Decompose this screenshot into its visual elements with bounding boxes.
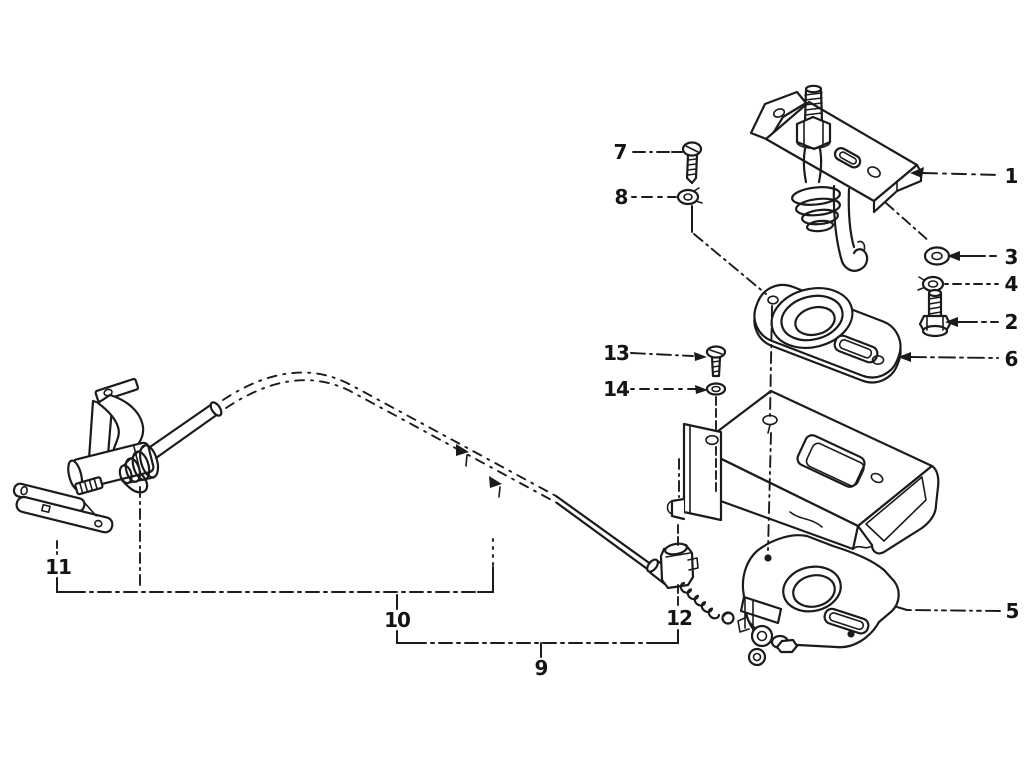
washer-3	[923, 246, 951, 266]
screw-13	[705, 345, 727, 378]
callout-13: 13	[603, 341, 629, 365]
hood-latch-assembly	[737, 534, 900, 667]
callout-11: 11	[45, 555, 71, 579]
callout-3: 3	[1005, 245, 1018, 269]
bolt-2	[918, 288, 952, 338]
callout-14: 14	[603, 377, 629, 401]
latch-spring	[747, 647, 767, 667]
screw-7	[681, 141, 703, 185]
leader-13	[630, 352, 694, 357]
release-cable	[148, 371, 654, 573]
callout-4: 4	[1005, 272, 1018, 296]
leader-lines	[56, 151, 1002, 658]
callout-5: 5	[1006, 599, 1019, 623]
ribbed-boss	[118, 444, 160, 485]
striker-spring	[791, 186, 841, 233]
callout-7: 7	[614, 140, 627, 164]
clip-8	[676, 187, 703, 206]
nut-14	[705, 382, 727, 396]
cable-handle-bracket	[67, 377, 160, 496]
callout-1: 1	[1005, 164, 1018, 188]
latch-lever	[739, 595, 783, 625]
leader-5	[906, 609, 1002, 612]
callout-9: 9	[535, 656, 548, 680]
cable-end-coil	[679, 581, 721, 620]
callout-8: 8	[615, 185, 628, 209]
lock-washer-4	[917, 275, 945, 293]
callout-6: 6	[1005, 347, 1018, 371]
cable-adjuster-12	[646, 542, 735, 625]
callout-10: 10	[384, 608, 410, 632]
callout-12: 12	[666, 606, 692, 630]
leader-1	[922, 172, 1001, 176]
threaded-stub	[74, 476, 104, 496]
pull-handle	[12, 482, 114, 534]
striker-assembly	[749, 84, 923, 272]
mounting-plate	[753, 283, 902, 384]
channel-bracket	[666, 389, 940, 555]
cable-arrow-mark	[489, 476, 502, 488]
cable-arrow-mark	[456, 444, 469, 456]
parts-layer	[12, 84, 952, 667]
callout-2: 2	[1005, 310, 1018, 334]
leader-6	[909, 356, 999, 359]
